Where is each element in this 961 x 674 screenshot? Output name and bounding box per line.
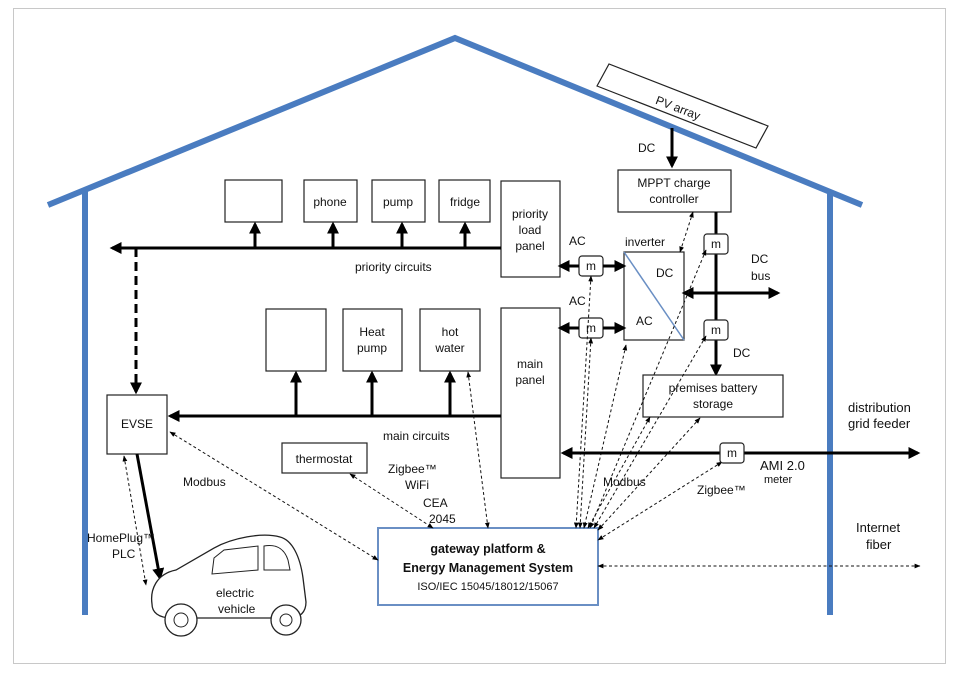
evse-label: EVSE — [121, 417, 153, 431]
ev-label-1: electric — [216, 586, 254, 600]
evse: EVSE — [106, 394, 168, 455]
homeplug-label-2: PLC — [112, 547, 136, 561]
hot-water-label-2: water — [434, 341, 464, 355]
house-outline — [46, 34, 864, 615]
priority-load-unnamed — [224, 179, 283, 248]
priority-load-fridge: fridge — [438, 179, 491, 248]
cea-label-1: CEA — [423, 496, 448, 510]
ami-label-1: AMI 2.0 — [760, 458, 805, 473]
inverter-dc-label: DC — [656, 266, 674, 280]
gateway-label-2: Energy Management System — [403, 561, 573, 575]
gateway-label-1: gateway platform & — [430, 542, 545, 556]
heat-pump-label-2: pump — [357, 341, 387, 355]
priority-circuits-label: priority circuits — [355, 260, 432, 274]
meter-ac-lower: m — [578, 317, 604, 339]
internet-label-1: Internet — [856, 520, 900, 535]
meter-label: m — [711, 323, 721, 337]
gateway-ems: gateway platform & Energy Management Sys… — [377, 527, 599, 606]
priority-load-phone: phone — [303, 179, 358, 248]
mppt-label-1: MPPT charge — [637, 176, 710, 190]
main-panel-label-1: main — [517, 357, 543, 371]
inverter-label: inverter — [625, 235, 665, 249]
mppt-charge-controller: MPPT charge controller — [617, 169, 732, 213]
main-load-heat-pump: Heat pump — [342, 308, 403, 416]
priority-panel-label-1: priority — [512, 207, 548, 221]
priority-load-panel: priority load panel — [500, 180, 561, 278]
meter-ami: m — [719, 442, 745, 464]
figure-frame — [13, 8, 946, 664]
main-load-hot-water: hot water — [419, 308, 481, 416]
communication-links — [169, 211, 921, 569]
meter-ac-upper: m — [578, 255, 604, 277]
dc-top-label: DC — [638, 141, 656, 155]
premises-battery-storage: premises battery storage — [642, 374, 784, 418]
cea-label-2: 2045 — [429, 512, 456, 526]
main-circuits-label: main circuits — [383, 429, 450, 443]
pump-label: pump — [383, 195, 413, 209]
main-load-unnamed — [265, 308, 327, 416]
phone-label: phone — [313, 195, 347, 209]
wifi-label: WiFi — [405, 478, 429, 492]
mppt-label-2: controller — [649, 192, 698, 206]
thermostat: thermostat — [281, 442, 368, 474]
heat-pump-label-1: Heat — [359, 325, 385, 339]
distribution-label-2: grid feeder — [848, 416, 911, 431]
battery-label-2: storage — [693, 397, 733, 411]
evse-to-ev-line — [135, 453, 165, 581]
dc-bus-label-1: DC — [751, 252, 769, 266]
pv-array: PV array — [596, 63, 769, 149]
meter-label: m — [727, 446, 737, 460]
hot-water-label-1: hot — [442, 325, 459, 339]
distribution-label-1: distribution — [848, 400, 911, 415]
meter-label: m — [586, 259, 596, 273]
battery-label-1: premises battery — [669, 381, 758, 395]
meter-label: m — [711, 237, 721, 251]
gateway-label-3: ISO/IEC 15045/18012/15067 — [417, 581, 558, 593]
homeplug-label-1: HomePlug™ — [87, 531, 155, 545]
main-panel: main panel — [500, 307, 561, 479]
fridge-label: fridge — [450, 195, 480, 209]
inverter-ac-label: AC — [636, 314, 653, 328]
homeplug-link — [122, 455, 148, 586]
main-panel-label-2: panel — [515, 373, 544, 387]
dc-bus-label-2: bus — [751, 269, 770, 283]
modbus-right-label: Modbus — [603, 475, 646, 489]
dc-lower-label: DC — [733, 346, 751, 360]
priority-load-pump: pump — [371, 179, 426, 248]
ev-label-2: vehicle — [218, 602, 256, 616]
inverter: inverter DC AC — [623, 235, 685, 341]
internet-label-2: fiber — [866, 537, 892, 552]
ami-label-2: meter — [764, 474, 792, 486]
priority-panel-label-3: panel — [515, 239, 544, 253]
electric-vehicle: electric vehicle — [150, 534, 307, 637]
meter-dc-lower: m — [703, 319, 729, 341]
modbus-left-label: Modbus — [183, 475, 226, 489]
ac-lower-label: AC — [569, 294, 586, 308]
thermostat-label: thermostat — [296, 452, 353, 466]
meter-dc-upper: m — [703, 233, 729, 255]
zigbee-left-label: Zigbee™ — [388, 462, 437, 476]
zigbee-right-label: Zigbee™ — [697, 483, 746, 497]
priority-panel-label-2: load — [519, 223, 542, 237]
ac-upper-label: AC — [569, 234, 586, 248]
